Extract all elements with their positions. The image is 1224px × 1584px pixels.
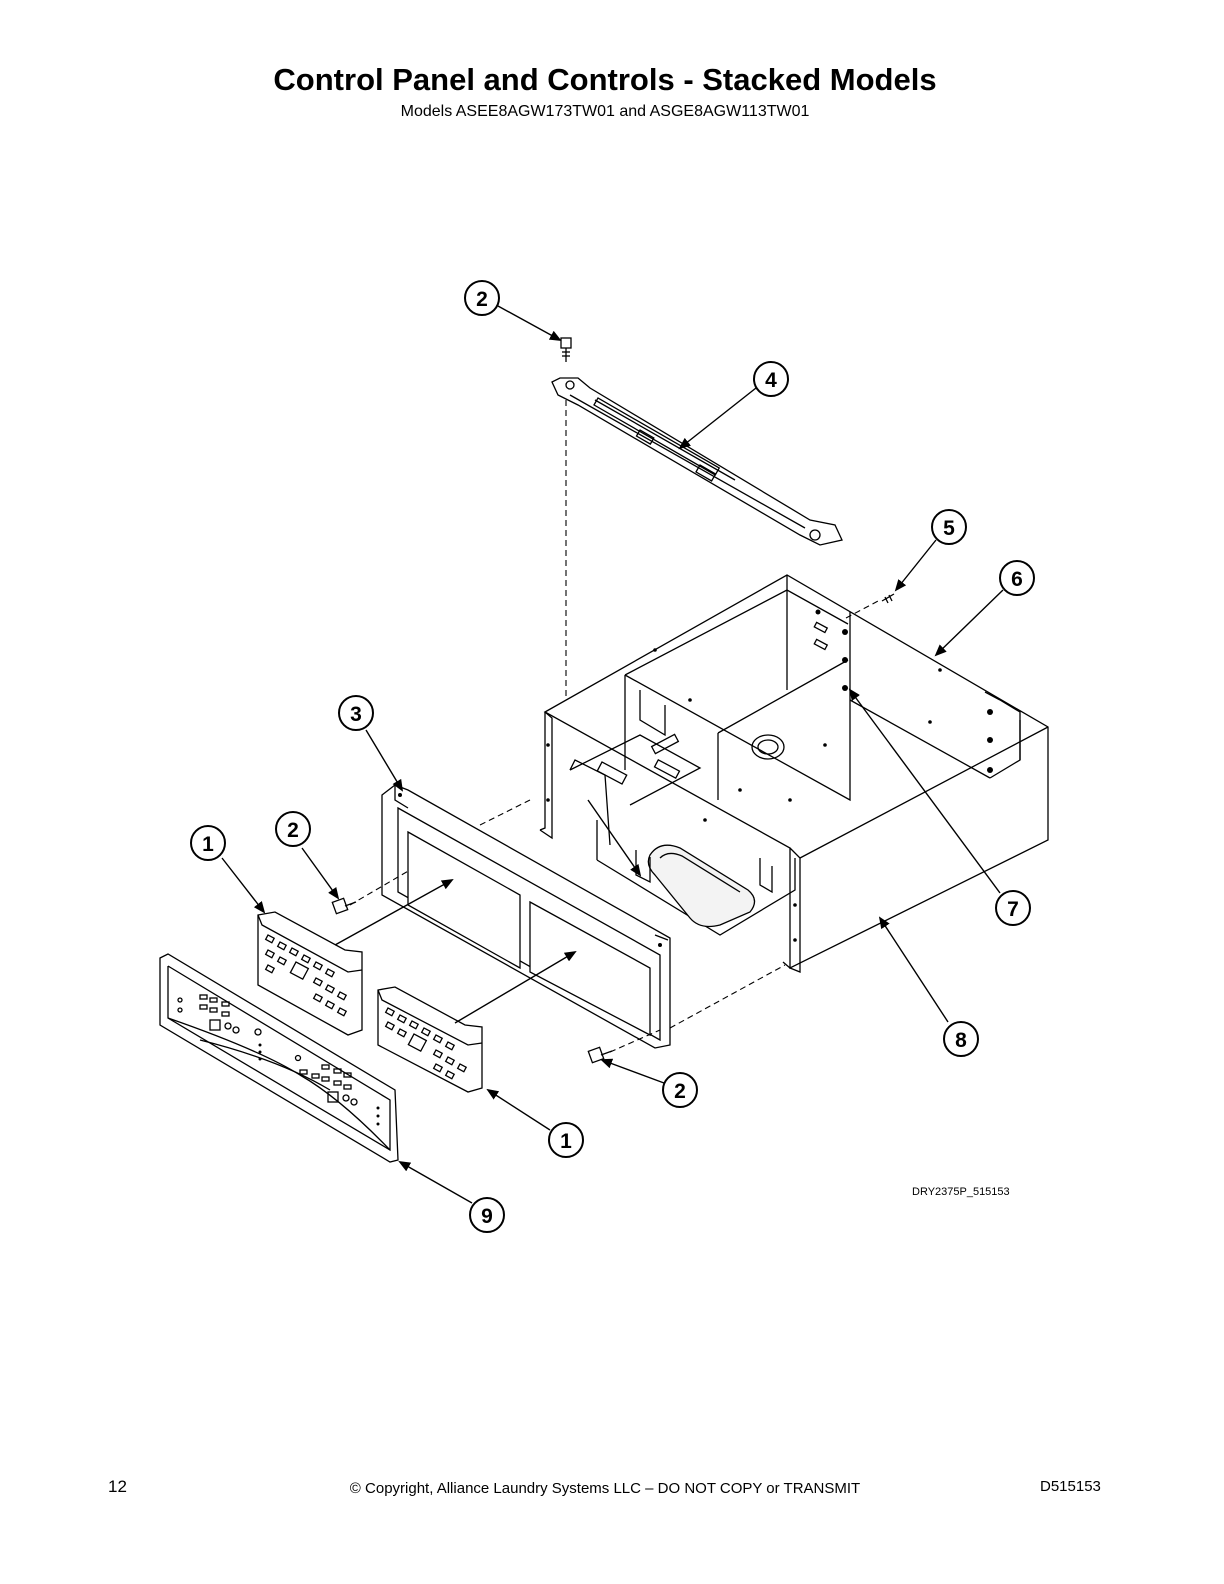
callout-9: 9 [469, 1197, 505, 1233]
control-board-left [257, 911, 363, 1036]
callout-7: 7 [995, 890, 1031, 926]
copyright-notice: © Copyright, Alliance Laundry Systems LL… [349, 1480, 861, 1497]
callout-label: 5 [943, 517, 955, 540]
callout-2-left: 2 [275, 811, 311, 847]
top-bracket [551, 377, 843, 546]
page-subtitle: Models ASEE8AGW173TW01 and ASGE8AGW113TW… [400, 103, 810, 120]
callout-label: 9 [481, 1205, 493, 1228]
overlay-right-group [294, 1054, 380, 1126]
front-panel-frame [381, 784, 671, 1049]
callout-label: 6 [1011, 568, 1023, 591]
overlay-left-group [177, 994, 262, 1061]
console-overlay [159, 953, 399, 1163]
callout-label: 7 [1007, 898, 1019, 921]
callout-label: 3 [350, 703, 362, 726]
callout-label: 2 [287, 819, 299, 842]
assembly-lines [349, 400, 881, 1053]
callout-8: 8 [943, 1021, 979, 1057]
callout-label: 1 [560, 1130, 572, 1153]
page-title: Control Panel and Controls - Stacked Mod… [273, 62, 937, 97]
callout-label: 2 [476, 288, 488, 311]
callout-5: 5 [931, 509, 967, 545]
board-left-keys [264, 934, 348, 1017]
leader-arrows [221, 305, 1004, 1204]
console-housing [539, 574, 1049, 973]
callout-4: 4 [753, 361, 789, 397]
callout-label: 8 [955, 1029, 967, 1052]
callout-label: 2 [674, 1080, 686, 1103]
screw-top [560, 337, 572, 362]
page-number: 12 [108, 1477, 127, 1496]
control-board-right [377, 986, 483, 1093]
callout-2-top: 2 [464, 280, 500, 316]
screw-left [331, 897, 357, 915]
callout-3: 3 [338, 695, 374, 731]
document-number: D515153 [1040, 1478, 1101, 1495]
callout-6: 6 [999, 560, 1035, 596]
callout-1-bottom: 1 [548, 1122, 584, 1158]
callout-1-left: 1 [190, 825, 226, 861]
screw-bottom [587, 1046, 613, 1064]
board-right-keys [384, 1007, 468, 1080]
callout-label: 4 [765, 369, 777, 392]
callout-2-bottom: 2 [662, 1072, 698, 1108]
figure-id: DRY2375P_515153 [912, 1186, 1010, 1198]
callout-label: 1 [202, 833, 214, 856]
screw-5 [881, 593, 895, 604]
